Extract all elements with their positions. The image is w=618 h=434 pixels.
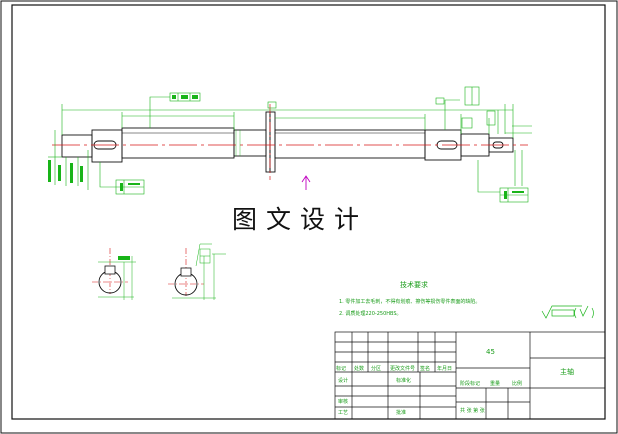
shaft-body-right	[274, 129, 426, 159]
tb-label-change-doc: 更改文件号	[390, 366, 416, 372]
shaft-collar-a	[265, 111, 271, 173]
tech-requirement-2: 2. 调质处理220-250HBS。	[339, 311, 402, 317]
reference-arrow	[301, 175, 311, 190]
tech-requirement-1: 1. 零件加工去毛刺，不得有划痕、擦伤等损伤零件表面的缺陷。	[339, 299, 481, 305]
tb-label-mark: 标记	[336, 366, 347, 372]
tb-label-process: 工艺	[338, 410, 349, 416]
sheet-inner-border	[11, 4, 606, 420]
tb-sheet-text: 共 张 第 张	[460, 408, 485, 414]
shaft-collar-b	[269, 111, 276, 173]
tb-label-stage: 阶段标记	[460, 381, 481, 387]
section-view-right	[168, 243, 226, 300]
tb-label-count: 处数	[354, 366, 365, 372]
dimensions	[48, 86, 532, 203]
tb-label-review: 审核	[338, 399, 349, 405]
roughness-symbol	[541, 305, 594, 319]
material-text: 45	[486, 348, 495, 356]
tb-label-sign: 签名	[420, 366, 431, 372]
shaft-body-left	[121, 127, 235, 159]
tb-label-standardize: 标准化	[396, 378, 412, 384]
tb-label-scale: 比例	[512, 381, 523, 387]
shaft-left-key-section	[91, 129, 123, 163]
shaft-step-left	[233, 129, 267, 157]
gdt-frame-right-b	[461, 117, 473, 129]
shaft-left-end	[61, 134, 93, 158]
gdt-frame-top-left	[169, 92, 201, 102]
tb-label-weight: 重量	[490, 381, 501, 387]
tb-label-date: 年月日	[437, 366, 453, 372]
title-block	[334, 331, 606, 420]
part-name-text: 主轴	[560, 368, 574, 376]
shaft-main-view	[61, 111, 514, 173]
tech-requirements-title: 技术要求	[400, 281, 428, 289]
tb-label-zone: 分区	[371, 366, 382, 372]
watermark-text: 图文设计	[232, 205, 369, 234]
dimension-text-marks	[48, 95, 524, 199]
section-view-left	[92, 248, 136, 300]
tb-label-approve: 批准	[396, 410, 407, 416]
tb-label-design: 设计	[338, 378, 349, 384]
